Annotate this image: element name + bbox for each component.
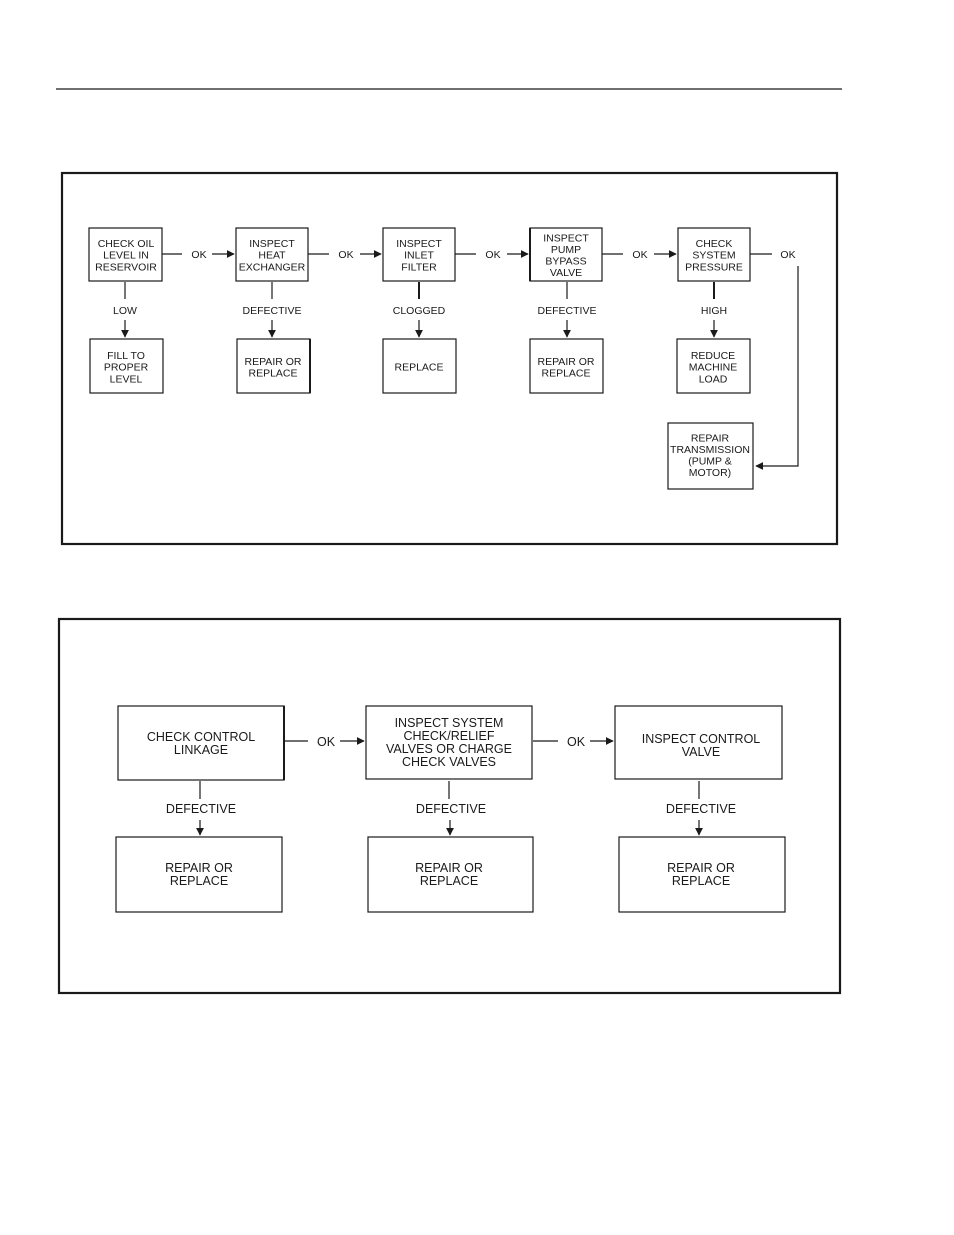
frame-1 <box>60 171 839 546</box>
box-repair-a <box>115 836 283 913</box>
node-text-line: EXCHANGER <box>239 261 306 273</box>
node-text-line: REPLACE <box>420 874 478 888</box>
label-defective-b: DEFECTIVE <box>416 802 486 816</box>
node-text-line: CHECK/RELIEF <box>404 729 495 743</box>
node-text-line: HEAT <box>258 250 286 262</box>
node-text-line: INSPECT CONTROL <box>642 732 761 746</box>
node-text-line: CHECK VALVES <box>402 755 496 769</box>
node-text-line: BYPASS <box>545 256 586 268</box>
label-ok-2: OK <box>338 249 353 261</box>
node-text-line: VALVE <box>682 745 720 759</box>
label-defective-a: DEFECTIVE <box>166 802 236 816</box>
frame-2 <box>57 617 842 995</box>
node-text-line: MOTOR) <box>689 467 731 479</box>
node-text-line: REPAIR OR <box>415 861 483 875</box>
label-defective-c: DEFECTIVE <box>666 802 736 816</box>
node-text-line: REDUCE <box>691 350 735 362</box>
label-low: LOW <box>113 305 137 317</box>
box-control-valve <box>614 705 783 780</box>
node-text-line: REPAIR <box>691 432 730 444</box>
label-ok-4: OK <box>632 249 647 261</box>
node-text-line: (PUMP & <box>688 456 732 468</box>
node-text-line: INSPECT <box>543 232 589 244</box>
box-system-valves <box>365 705 533 780</box>
node-text-line: CHECK OIL <box>98 238 155 250</box>
label-ok-5: OK <box>780 249 795 261</box>
label-defective-1: DEFECTIVE <box>243 305 302 317</box>
node-text-line: REPLACE <box>170 874 228 888</box>
box-repair-b <box>367 836 534 913</box>
node-text-line: REPAIR OR <box>165 861 233 875</box>
node-text-line: TRANSMISSION <box>670 444 750 456</box>
node-text-line: SYSTEM <box>692 250 735 262</box>
node-text-line: FILTER <box>401 261 437 273</box>
label-ok-3: OK <box>485 249 500 261</box>
text-replace: REPLACE <box>394 362 443 374</box>
arrow-ok-5 <box>755 266 799 470</box>
node-text-line: LEVEL <box>110 373 143 385</box>
node-text-line: REPLACE <box>248 368 297 380</box>
node-text-line: LEVEL IN <box>103 250 149 262</box>
node-text-line: INLET <box>404 250 434 262</box>
node-text-line: RESERVOIR <box>95 261 157 273</box>
node-text-line: FILL TO <box>107 350 145 362</box>
box-repair-replace-2 <box>529 338 604 394</box>
box-repair-replace-1 <box>236 338 311 394</box>
node-text-line: INSPECT <box>396 238 442 250</box>
node-text-line: VALVES OR CHARGE <box>386 742 512 756</box>
label-defective-2: DEFECTIVE <box>538 305 597 317</box>
node-text-line: REPLACE <box>394 362 443 374</box>
node-text-line: REPLACE <box>541 368 590 380</box>
node-text-line: REPAIR OR <box>245 356 302 368</box>
node-text-line: LINKAGE <box>174 743 228 757</box>
box-repair-c <box>618 836 786 913</box>
box-check-oil <box>88 227 163 282</box>
box-replace <box>382 338 457 394</box>
label2-ok-2: OK <box>567 735 586 749</box>
box-control-linkage <box>117 705 285 781</box>
label-high: HIGH <box>701 305 727 317</box>
box-fill-proper <box>89 338 164 394</box>
node-text-line: MACHINE <box>689 362 737 374</box>
label2-ok-1: OK <box>317 735 336 749</box>
box-repair-transmission <box>667 422 754 490</box>
node-text-line: REPLACE <box>672 874 730 888</box>
node-text-line: PRESSURE <box>685 261 743 273</box>
label-clogged: CLOGGED <box>393 305 446 317</box>
label-ok-1: OK <box>191 249 206 261</box>
node-text-line: LOAD <box>699 373 728 385</box>
box-reduce-load <box>676 338 751 394</box>
node-text-line: CHECK <box>696 238 733 250</box>
node-text-line: VALVE <box>550 267 582 279</box>
box-inlet-filter <box>382 227 456 282</box>
node-text-line: REPAIR OR <box>538 356 595 368</box>
node-text-line: INSPECT <box>249 238 295 250</box>
node-text-line: INSPECT SYSTEM <box>395 716 504 730</box>
node-text-line: PROPER <box>104 362 149 374</box>
node-text-line: CHECK CONTROL <box>147 730 255 744</box>
node-text-line: PUMP <box>551 244 581 256</box>
node-text-line: REPAIR OR <box>667 861 735 875</box>
